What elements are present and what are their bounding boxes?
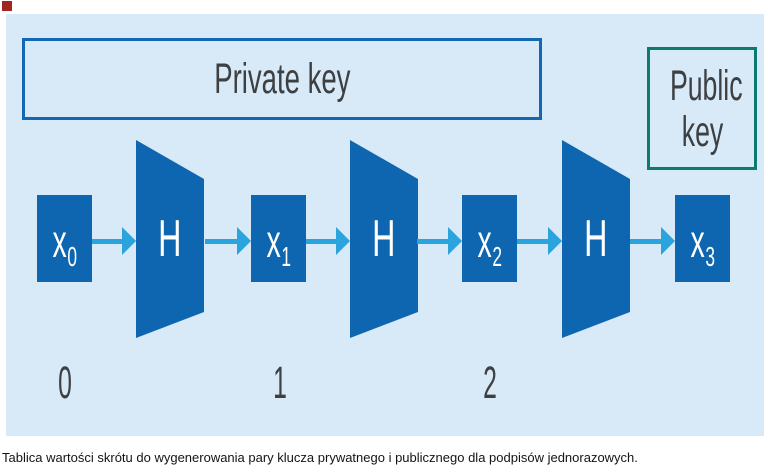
arrow-head-icon (548, 227, 562, 255)
hash-label: H (158, 210, 182, 268)
node-x2-label: x2 (477, 214, 502, 272)
arrow-head-icon (448, 227, 462, 255)
private-key-label: Private key (213, 54, 351, 103)
step-number-0: 0 (58, 357, 72, 408)
private-key-box: Private key (22, 38, 542, 120)
step-number-1: 1 (273, 357, 287, 408)
arrow-x0-to-h1 (92, 227, 136, 255)
node-x0: x0 (37, 195, 92, 282)
public-key-box: Public key (647, 47, 757, 170)
arrow-shaft (630, 238, 663, 244)
public-key-label: Public key (669, 61, 743, 156)
arrow-h3-to-x3 (630, 227, 675, 255)
arrow-x2-to-h3 (517, 227, 562, 255)
hash-function-3: H (562, 140, 630, 338)
hash-label: H (584, 210, 608, 268)
arrow-head-icon (122, 227, 136, 255)
arrow-x1-to-h2 (306, 227, 350, 255)
node-x3: x3 (675, 195, 730, 282)
hash-label: H (372, 210, 396, 268)
arrow-h1-to-x1 (205, 227, 251, 255)
arrow-head-icon (237, 227, 251, 255)
arrow-h2-to-x2 (417, 227, 462, 255)
arrow-shaft (417, 238, 450, 244)
figure-panel: Private key Public key x0 H x1 H x2 H (6, 14, 764, 436)
step-number-2: 2 (483, 357, 497, 408)
hash-function-1: H (136, 140, 204, 338)
arrow-shaft (517, 238, 550, 244)
arrow-shaft (205, 238, 239, 244)
arrow-shaft (306, 238, 338, 244)
figure-caption: Tablica wartości skrótu do wygenerowania… (2, 450, 638, 465)
red-corner-marker (2, 1, 12, 11)
arrow-head-icon (336, 227, 350, 255)
node-x2: x2 (462, 195, 517, 282)
hash-function-2: H (350, 140, 418, 338)
node-x1-label: x1 (266, 214, 291, 272)
node-x3-label: x3 (690, 214, 715, 272)
arrow-head-icon (661, 227, 675, 255)
arrow-shaft (92, 238, 124, 244)
node-x0-label: x0 (52, 214, 77, 272)
node-x1: x1 (251, 195, 306, 282)
